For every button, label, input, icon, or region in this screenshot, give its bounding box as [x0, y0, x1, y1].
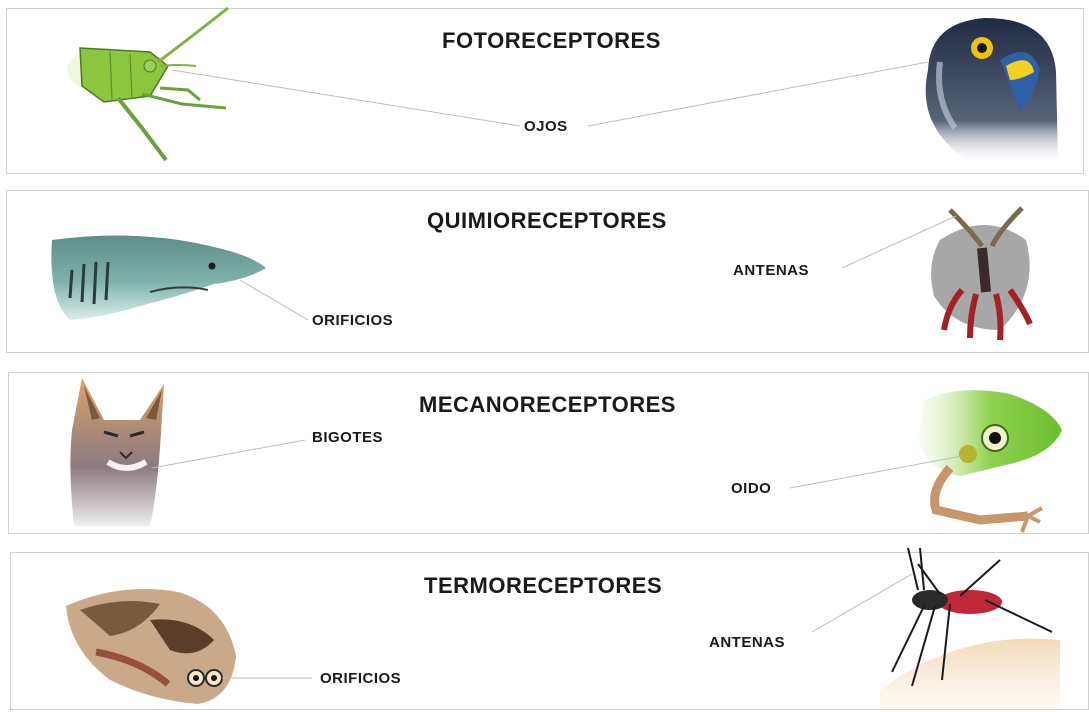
label-antenas-moth: ANTENAS [733, 262, 809, 279]
shark-icon [51, 236, 266, 321]
frog-icon [918, 390, 1062, 532]
label-oido: OIDO [731, 480, 771, 497]
label-ojos: OJOS [524, 118, 568, 135]
mosquito-icon [880, 548, 1060, 712]
label-orificios-shark: ORIFICIOS [312, 312, 393, 329]
label-orificios-snake: ORIFICIOS [320, 670, 401, 687]
pointer-lines-1 [172, 62, 928, 126]
title-mecanoreceptores: MECANORECEPTORES [419, 392, 676, 418]
label-bigotes: BIGOTES [312, 429, 383, 446]
cat-icon [70, 378, 164, 526]
title-fotoreceptores: FOTORECEPTORES [442, 28, 661, 54]
title-termoreceptores: TERMORECEPTORES [424, 573, 662, 599]
moth-icon [931, 208, 1030, 340]
pointer-lines-3 [152, 440, 962, 488]
parrot-icon [926, 18, 1058, 165]
title-quimioreceptores: QUIMIORECEPTORES [427, 208, 667, 234]
grasshopper-icon [67, 8, 228, 160]
label-antenas-mosquito: ANTENAS [709, 634, 785, 651]
snake-icon [66, 589, 236, 704]
